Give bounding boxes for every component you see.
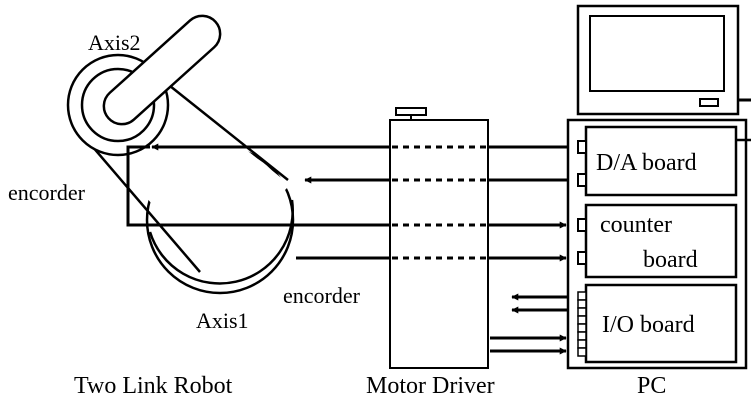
- io-connector: [577, 291, 587, 357]
- io-board: [584, 283, 738, 364]
- da-board: [584, 125, 738, 197]
- axis2-label: Axis2: [88, 30, 141, 55]
- da-board-label: D/A board: [596, 150, 697, 176]
- encoder-label-left: encorder: [8, 180, 86, 205]
- counter-board-label-line1: counter: [600, 212, 672, 238]
- signal-lines-left: [140, 143, 390, 260]
- pc-monitor-screen: [589, 15, 725, 92]
- signal-lines-right: [488, 145, 578, 355]
- counter-pin-1: [577, 218, 587, 232]
- encoder-wire-axis2: [126, 145, 150, 227]
- axis1-label: Axis1: [196, 308, 249, 333]
- axis1-arc: [148, 199, 294, 285]
- counter-board: [584, 203, 738, 279]
- link2: [102, 14, 222, 126]
- link1-edge-bottom: [79, 131, 201, 273]
- da-pin-1: [577, 140, 587, 154]
- counter-board-label-line2: board: [643, 247, 698, 273]
- motor-driver-box: [389, 119, 489, 369]
- motor-driver: [389, 107, 489, 369]
- motor-driver-knob: [395, 107, 427, 116]
- da-pin-2: [577, 173, 587, 187]
- pc-monitor-button: [699, 98, 719, 107]
- encoder-label-right: encorder: [283, 283, 361, 308]
- link1-edge-top: [159, 77, 289, 181]
- two-link-robot: [66, 14, 295, 295]
- io-board-label: I/O board: [602, 312, 695, 338]
- counter-pin-2: [577, 251, 587, 265]
- motor-driver-caption: Motor Driver: [366, 373, 495, 399]
- robot-caption: Two Link Robot: [74, 373, 233, 399]
- pc-caption: PC: [637, 373, 666, 399]
- pc: [566, 4, 751, 370]
